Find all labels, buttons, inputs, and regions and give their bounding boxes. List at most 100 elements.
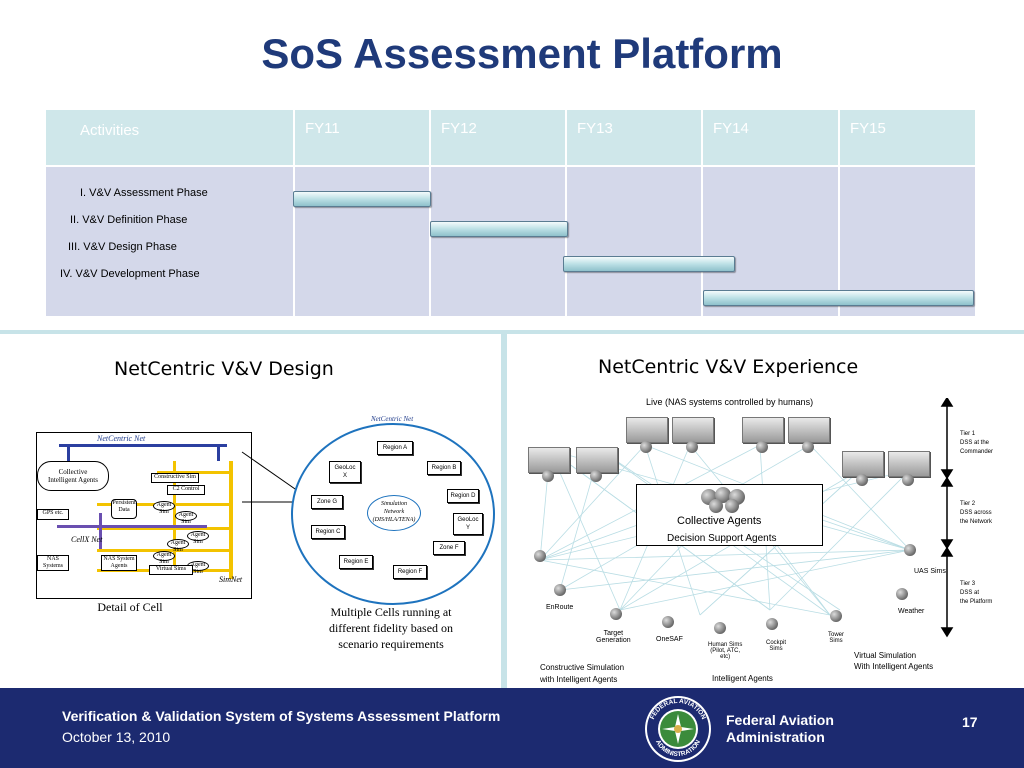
phase-3-bar xyxy=(563,256,735,272)
sim-screen-3 xyxy=(626,417,668,443)
simnet-label: SimNet xyxy=(219,575,243,584)
gantt-header-row xyxy=(46,110,975,166)
sim-screen-1 xyxy=(528,447,570,473)
slide-title: SoS Assessment Platform xyxy=(261,30,783,77)
header-fy14: FY14 xyxy=(713,120,749,137)
experience-title: NetCentric V&V Experience xyxy=(598,356,859,378)
onesaf-label: OneSAF xyxy=(656,636,683,643)
brain-icon xyxy=(902,474,914,486)
cockpit-sims-label: Cockpit Sims xyxy=(766,640,787,652)
region-f: Region F xyxy=(393,565,427,579)
agent-sim-5: Agent Sim xyxy=(153,551,175,565)
tier-3-label: Tier 3 DSS at the Platform xyxy=(960,581,993,605)
virtual-sims-box: Virtual Sims xyxy=(149,565,193,575)
footer-title: Verification & Validation System of Syst… xyxy=(62,708,501,724)
brain-icon xyxy=(534,550,546,562)
phase-4-label: IV. V&V Development Phase xyxy=(60,268,200,280)
region-d: Region D xyxy=(447,489,479,503)
c2-control-box: C2 Control xyxy=(167,485,205,495)
constructive-simulation-label: Constructive Simulation with Intelligent… xyxy=(540,663,625,684)
region-c: Region C xyxy=(311,525,345,539)
constructive-sim-box: Constructive Sim xyxy=(151,473,199,483)
nas-systems-box: NAS Systems xyxy=(37,555,69,571)
phase-1-label: I. V&V Assessment Phase xyxy=(80,187,208,199)
target-generation-label: Target Generation xyxy=(596,630,631,644)
uas-sims-label: UAS Sims xyxy=(914,568,946,575)
brain-icon xyxy=(896,588,908,600)
zone-f: Zone F xyxy=(433,541,465,555)
weather-label: Weather xyxy=(898,608,925,615)
collective-agents-cloud: Collective Intelligent Agents xyxy=(37,461,109,491)
phase-3-label: III. V&V Design Phase xyxy=(68,241,177,253)
brain-icon xyxy=(904,544,916,556)
geoloc-y: GeoLoc Y xyxy=(453,513,483,535)
footer-bar xyxy=(0,688,1024,768)
simulation-network-hub: Simulation Network (DIS/HLA/TENA) xyxy=(367,495,421,531)
sim-screen-7 xyxy=(842,451,884,477)
agent-sim-2: Agent Sim xyxy=(175,511,197,525)
column-divider xyxy=(501,332,507,690)
region-a: Region A xyxy=(377,441,413,455)
sim-screen-5 xyxy=(742,417,784,443)
brain-icon xyxy=(640,441,652,453)
tier-2-label: Tier 2 DSS across the Network xyxy=(960,501,993,525)
persistent-data-cylinder: Persistent Data xyxy=(111,499,137,519)
brain-icon xyxy=(766,618,778,630)
brain-icon xyxy=(542,470,554,482)
tier-1-label: Tier 1 DSS at the Commander xyxy=(960,431,994,455)
sim-screen-2 xyxy=(576,447,618,473)
brain-icon xyxy=(756,441,768,453)
decision-support-label: Decision Support Agents xyxy=(667,533,777,544)
brain-icon xyxy=(802,441,814,453)
zone-g: Zone G xyxy=(311,495,343,509)
geoloc-x: GeoLoc X xyxy=(329,461,361,483)
enroute-label: EnRoute xyxy=(546,604,574,611)
header-fy15: FY15 xyxy=(850,120,886,137)
header-fy13: FY13 xyxy=(577,120,613,137)
intelligent-agents-label: Intelligent Agents xyxy=(712,674,773,683)
footer-org: Federal Aviation Administration xyxy=(726,712,834,745)
tier-arrows xyxy=(940,398,954,638)
netcentric-net-circle-label: NetCentric Net xyxy=(371,415,414,423)
collective-agents-label: Collective Agents xyxy=(677,515,762,527)
header-fy11: FY11 xyxy=(305,120,340,137)
gantt-table: Activities FY11 FY12 FY13 FY14 FY15 I. V… xyxy=(46,110,975,316)
brain-icon xyxy=(856,474,868,486)
netcentric-circle: NetCentric Net Simulation Network (DIS/H… xyxy=(291,415,495,605)
phase-2-bar xyxy=(430,221,568,237)
brain-icon xyxy=(662,616,674,628)
cellx-net-label: CellX Net xyxy=(71,535,103,544)
multiple-cells-caption: Multiple Cells running at different fide… xyxy=(328,605,454,651)
region-e: Region E xyxy=(339,555,373,569)
live-label: Live (NAS systems controlled by humans) xyxy=(646,397,814,407)
phase-2-label: II. V&V Definition Phase xyxy=(70,214,188,226)
cell-detail-diagram: NetCentric Net Collective Intelligent Ag… xyxy=(36,432,252,599)
brain-icon xyxy=(686,441,698,453)
brain-icon xyxy=(554,584,566,596)
page-number: 17 xyxy=(962,714,978,730)
header-fy12: FY12 xyxy=(441,120,477,137)
brain-icon xyxy=(610,608,622,620)
gps-box: GPS etc. xyxy=(37,509,69,520)
faa-seal-icon: FEDERAL AVIATION ADMINISTRATION xyxy=(645,696,711,762)
netcentric-net-label: NetCentric Net xyxy=(97,434,146,443)
design-title: NetCentric V&V Design xyxy=(114,358,334,380)
brain-icon xyxy=(590,470,602,482)
detail-of-cell-caption: Detail of Cell xyxy=(97,600,163,614)
virtual-simulation-label: Virtual Simulation With Intelligent Agen… xyxy=(854,651,934,671)
agent-sim-4: Agent Sim xyxy=(167,539,189,553)
sim-screen-4 xyxy=(672,417,714,443)
phase-1-bar xyxy=(293,191,431,207)
section-divider xyxy=(0,330,1024,334)
nas-system-agents-box: NAS System Agents xyxy=(101,555,137,571)
region-b: Region B xyxy=(427,461,461,475)
header-activities: Activities xyxy=(80,122,140,139)
sim-screen-6 xyxy=(788,417,830,443)
brain-icon xyxy=(725,499,739,513)
collective-agents-box: Collective Agents Decision Support Agent… xyxy=(636,484,823,546)
brain-icon xyxy=(709,499,723,513)
agent-sim-3: Agent Sim xyxy=(187,531,209,545)
sim-screen-8 xyxy=(888,451,930,477)
agent-sim-1: Agent Sim xyxy=(153,501,175,515)
brain-icon xyxy=(830,610,842,622)
